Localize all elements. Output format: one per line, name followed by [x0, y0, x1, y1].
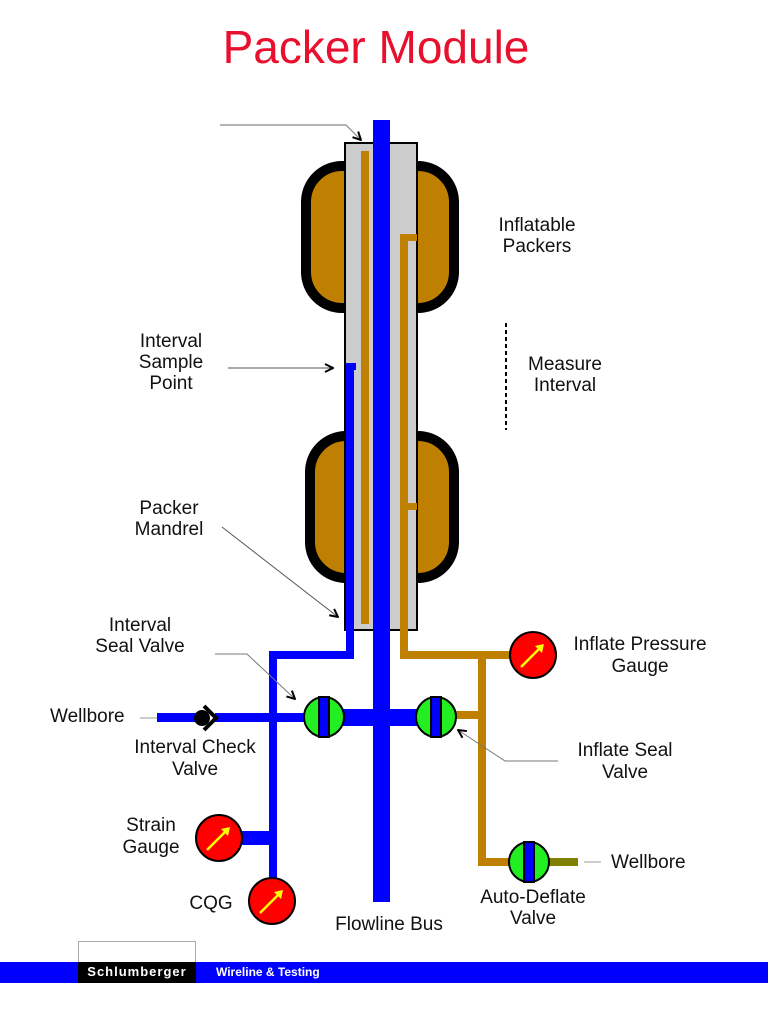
label-line: Interval Check [134, 737, 256, 758]
label-line: Inflatable [498, 215, 575, 236]
label-inflatable-packers: Inflatable Packers [498, 215, 575, 257]
label-line: Valve [602, 762, 648, 783]
interval-sample-line [269, 366, 354, 880]
label-line: Gauge [122, 837, 179, 858]
label-line: Packer [139, 498, 199, 519]
label-measure-interval: Measure Interval [528, 354, 602, 396]
label-interval-seal-valve: Interval Seal Valve [95, 615, 184, 657]
page-title: Packer Module [223, 21, 530, 73]
label-line: Inflate Pressure [573, 634, 706, 655]
auto-deflate-valve[interactable] [508, 841, 550, 883]
label-line: Measure [528, 354, 602, 375]
gauge-needle-icon [221, 827, 230, 836]
flowline-crossover [340, 709, 420, 726]
inflate-line-inner [361, 151, 369, 624]
wellbore-inlet-line [157, 713, 197, 722]
interval-check-valve[interactable] [194, 704, 219, 732]
inflate-seal-valve[interactable] [415, 696, 457, 738]
gauge-needle-icon [274, 890, 283, 899]
label-line: Valve [172, 759, 218, 780]
label-line: Seal Valve [95, 636, 184, 657]
inflate-line-right [400, 234, 408, 659]
valve-icon [523, 841, 535, 883]
label-line: Valve [510, 908, 556, 929]
label-line: Packers [503, 236, 572, 257]
label-line: Interval [109, 615, 171, 636]
label-inflate-pressure-gauge: Inflate Pressure Gauge [573, 634, 706, 677]
label-packer-mandrel: Packer Mandrel [135, 498, 204, 540]
inflate-pressure-gauge[interactable] [509, 631, 557, 679]
label-wellbore-left: Wellbore [50, 706, 125, 727]
strain-gauge[interactable] [195, 814, 243, 862]
interval-seal-valve[interactable] [303, 696, 345, 738]
valve-icon [430, 696, 442, 738]
label-interval-sample-point: Interval Sample Point [139, 331, 203, 394]
wellbore-outlet-line [548, 858, 578, 866]
label-line: Gauge [611, 656, 668, 677]
valve-icon [318, 696, 330, 738]
label-cqg: CQG [189, 893, 232, 914]
label-auto-deflate-valve: Auto-Deflate Valve [480, 887, 586, 929]
label-line: Inflate Seal [577, 740, 672, 761]
strain-gauge-link [238, 831, 276, 845]
label-line: Auto-Deflate [480, 887, 586, 908]
label-wellbore-right: Wellbore [611, 852, 686, 873]
top-leader-line [220, 124, 361, 140]
footer-brand: Schlumberger [87, 964, 186, 979]
label-line: Strain [126, 815, 176, 836]
label-line: Point [149, 373, 193, 394]
footer-logo-box [78, 962, 196, 983]
footer-logo-frame [78, 941, 196, 963]
inflate-tap-upper [400, 234, 417, 241]
label-line: Interval [140, 331, 202, 352]
label-strain-gauge: Strain Gauge [122, 815, 179, 858]
seal-valve-leader [215, 653, 295, 699]
inflate-branch [478, 655, 510, 866]
label-flowline-bus: Flowline Bus [335, 914, 443, 935]
label-interval-check-valve: Interval Check Valve [134, 737, 256, 780]
gauge-needle-icon [535, 644, 544, 653]
label-line: Mandrel [135, 519, 204, 540]
cqg-gauge[interactable] [248, 877, 296, 925]
inflate-tap-lower [408, 503, 417, 510]
flowline-bus [373, 120, 390, 902]
inflate-seal-link [455, 711, 485, 719]
mandrel-leader [221, 526, 338, 617]
interval-line-horizontal [215, 713, 310, 722]
check-valve-icon [202, 704, 219, 732]
label-line: Interval [534, 375, 596, 396]
interval-sample-point [346, 363, 356, 370]
footer-division: Wireline & Testing [216, 965, 320, 979]
inflate-seal-leader [458, 730, 558, 762]
label-inflate-seal-valve: Inflate Seal Valve [577, 740, 672, 783]
label-line: Sample [139, 352, 203, 373]
